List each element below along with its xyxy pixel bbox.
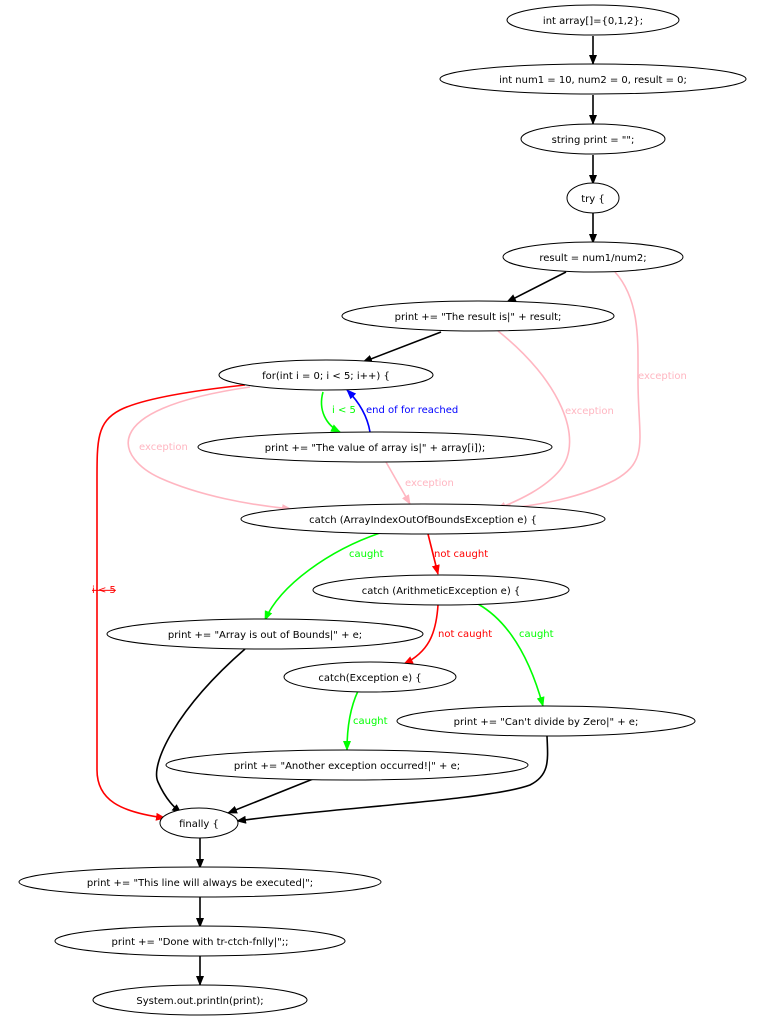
svg-text:finally {: finally { bbox=[179, 819, 219, 830]
label-arith-not-caught: not caught bbox=[438, 629, 492, 640]
label-arith-caught: caught bbox=[519, 629, 554, 640]
edge-result-exception bbox=[501, 271, 641, 513]
node-string-print: string print = ""; bbox=[520, 123, 666, 155]
edge-catcharray-notcaught bbox=[427, 533, 440, 575]
edge-for-finally bbox=[96, 384, 246, 821]
edge-printresult-to-for bbox=[362, 331, 442, 363]
svg-text:print += "Array is out of Boun: print += "Array is out of Bounds|" + e; bbox=[168, 630, 362, 641]
svg-text:int array[]={0,1,2};: int array[]={0,1,2}; bbox=[543, 16, 643, 27]
node-println: System.out.println(print); bbox=[92, 984, 308, 1016]
svg-text:print += "The value of array i: print += "The value of array is|" + arra… bbox=[265, 443, 485, 454]
node-catch-exception: catch(Exception e) { bbox=[283, 661, 457, 693]
edge-value-exception bbox=[385, 461, 411, 505]
node-print-done: print += "Done with tr-ctch-fnlly|";; bbox=[54, 925, 346, 957]
label-exc-caught: caught bbox=[353, 716, 388, 727]
edge-catcharith-caught bbox=[477, 603, 545, 707]
label-not-i-lt-5: i < 5 bbox=[92, 585, 116, 596]
node-catch-arith: catch (ArithmeticException e) { bbox=[312, 574, 570, 606]
node-print-result: print += "The result is|" + result; bbox=[341, 300, 615, 332]
svg-text:catch(Exception e) {: catch(Exception e) { bbox=[318, 673, 421, 684]
edge-printresult-exception bbox=[496, 330, 571, 510]
svg-text:try {: try { bbox=[581, 194, 605, 205]
svg-text:print += "Another exception oc: print += "Another exception occurred!|" … bbox=[234, 761, 460, 772]
edge-bounds-to-finally bbox=[155, 648, 246, 814]
node-num-decl: int num1 = 10, num2 = 0, result = 0; bbox=[439, 63, 747, 95]
node-print-divide: print += "Can't divide by Zero|" + e; bbox=[396, 705, 696, 737]
node-print-bounds: print += "Array is out of Bounds|" + e; bbox=[106, 618, 424, 650]
node-for-loop: for(int i = 0; i < 5; i++) { bbox=[218, 359, 434, 391]
node-finally: finally { bbox=[159, 807, 239, 839]
svg-text:print += "Can't divide by Zero: print += "Can't divide by Zero|" + e; bbox=[454, 717, 639, 728]
node-try: try { bbox=[566, 182, 620, 214]
svg-text:print += "This line will alway: print += "This line will always be execu… bbox=[87, 878, 313, 889]
node-print-value: print += "The value of array is|" + arra… bbox=[197, 431, 553, 463]
node-print-always: print += "This line will always be execu… bbox=[18, 866, 382, 898]
svg-text:print += "Done with tr-ctch-fn: print += "Done with tr-ctch-fnlly|";; bbox=[112, 937, 289, 948]
label-value-exception: exception bbox=[405, 478, 454, 489]
label-array-caught: caught bbox=[349, 549, 384, 560]
edge-catcharith-notcaught bbox=[403, 604, 439, 665]
node-result-div: result = num1/num2; bbox=[502, 241, 684, 273]
edge-catcharray-caught bbox=[264, 532, 381, 621]
svg-text:catch (ArrayIndexOutOfBoundsEx: catch (ArrayIndexOutOfBoundsException e)… bbox=[309, 515, 537, 526]
edge-divide-to-finally bbox=[236, 735, 549, 824]
label-result-exception: exception bbox=[638, 371, 687, 382]
label-array-not-caught: not caught bbox=[434, 549, 488, 560]
edge-for-exception bbox=[127, 386, 292, 513]
label-for-exception: exception bbox=[139, 442, 188, 453]
svg-text:System.out.println(print);: System.out.println(print); bbox=[136, 996, 263, 1007]
svg-text:catch (ArithmeticException e): catch (ArithmeticException e) { bbox=[362, 586, 521, 597]
label-i-lt-5: i < 5 bbox=[332, 405, 356, 416]
edge-result-to-printresult bbox=[506, 271, 567, 303]
svg-text:print += "The result is|" + re: print += "The result is|" + result; bbox=[395, 312, 562, 323]
node-print-another: print += "Another exception occurred!|" … bbox=[165, 749, 529, 781]
node-catch-array: catch (ArrayIndexOutOfBoundsException e)… bbox=[240, 503, 606, 535]
svg-text:result = num1/num2;: result = num1/num2; bbox=[539, 253, 646, 264]
edge-for-to-value bbox=[320, 391, 341, 433]
edge-another-to-finally bbox=[227, 778, 314, 814]
node-int-array: int array[]={0,1,2}; bbox=[506, 4, 680, 36]
svg-text:string print = "";: string print = ""; bbox=[552, 135, 635, 146]
svg-text:for(int i = 0; i < 5; i++) {: for(int i = 0; i < 5; i++) { bbox=[262, 371, 390, 382]
svg-text:int num1 = 10, num2 = 0, resul: int num1 = 10, num2 = 0, result = 0; bbox=[499, 75, 687, 86]
edge-value-to-for bbox=[346, 389, 371, 433]
edge-catchexc-caught bbox=[343, 690, 359, 751]
label-printresult-exception: exception bbox=[565, 406, 614, 417]
label-end-of-for: end of for reached bbox=[366, 405, 458, 416]
